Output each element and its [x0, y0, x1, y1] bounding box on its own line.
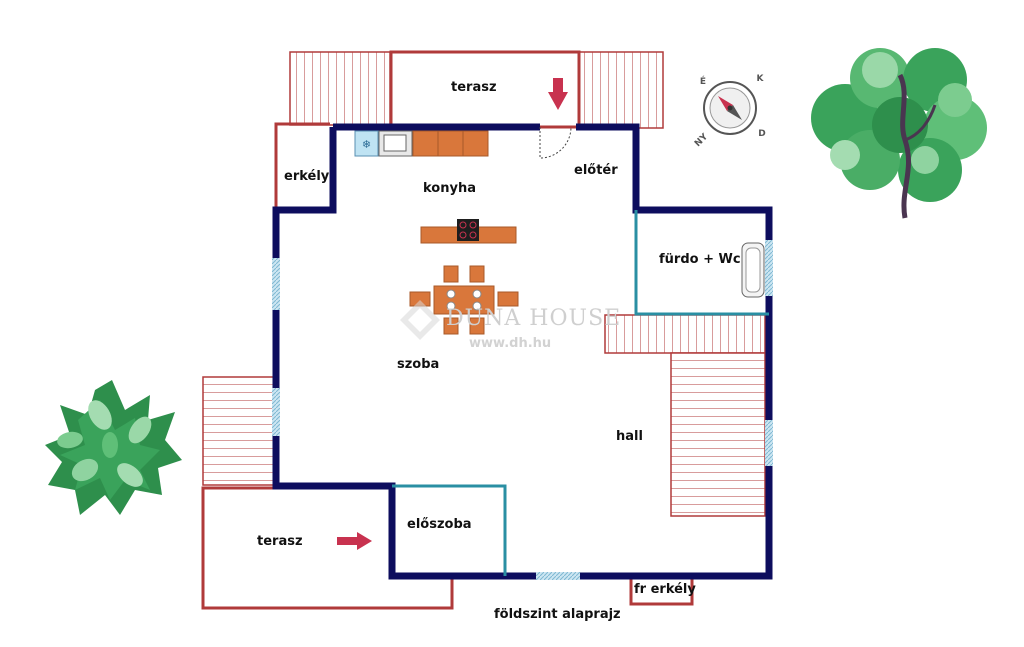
door-swing: [539, 126, 572, 159]
logo-icon: [400, 300, 440, 340]
compass-icon: [703, 81, 757, 135]
dining-table: [433, 285, 495, 315]
bush-icon: [45, 380, 182, 515]
bathroom-wall: [634, 210, 769, 316]
tree-icon: [811, 48, 987, 219]
window-right-1: [765, 240, 773, 296]
compass-letter-d: D: [758, 129, 765, 139]
arrow-right-icon: [337, 532, 372, 550]
kitchen-counter: [412, 130, 489, 157]
stairs-hall-right: [670, 352, 766, 517]
exterior-wall: [272, 123, 773, 580]
stairs-top-right: [577, 51, 664, 129]
room-label-terasz-bottom: terasz: [257, 534, 303, 549]
window-left-1: [272, 258, 280, 310]
room-label-fr-erkely: fr erkély: [634, 582, 696, 597]
compass-letter-e: É: [700, 75, 706, 87]
compass-letter-k: K: [757, 74, 765, 84]
room-label-hall: hall: [616, 429, 643, 444]
room-label-furdo: fürdo + Wc: [659, 252, 741, 267]
stairs-left: [202, 376, 277, 486]
window-right-2: [765, 420, 773, 466]
room-label-konyha: konyha: [423, 181, 476, 196]
stairs-hall-top: [604, 314, 766, 354]
window-left-2: [272, 388, 280, 436]
fr-balcony-outline: [629, 577, 694, 606]
stairs-top-left: [289, 51, 391, 126]
plan-caption: földszint alaprajz: [494, 607, 621, 622]
fridge: [354, 130, 379, 157]
room-label-terasz-top: terasz: [451, 80, 497, 95]
room-label-eloszoba: előszoba: [407, 517, 472, 532]
compass-letter-ny: NY: [693, 132, 710, 149]
balcony-outline: [274, 122, 330, 210]
watermark-name: DUNA HOUSE: [446, 306, 622, 331]
room-label-eloter: előtér: [574, 163, 618, 178]
window-bottom: [536, 572, 580, 580]
chairs: [409, 265, 519, 335]
svg-text:❄: ❄: [362, 138, 371, 151]
entry-room-wall: [392, 484, 507, 576]
arrow-down-icon: [548, 78, 568, 110]
terrace-bottom: [201, 486, 454, 610]
room-label-erkely: erkély: [284, 169, 330, 184]
cooktop: [457, 219, 479, 241]
watermark-url: www.dh.hu: [469, 336, 552, 351]
room-label-szoba: szoba: [397, 357, 440, 372]
